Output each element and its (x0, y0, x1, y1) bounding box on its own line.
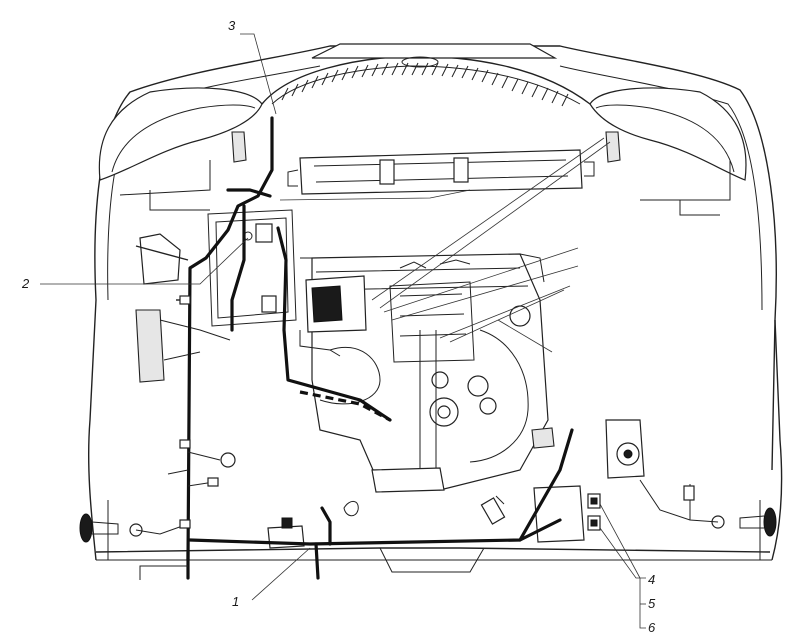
callout-2: 2 (21, 276, 30, 291)
callout-1: 1 (232, 594, 239, 609)
leader-lines (279, 137, 611, 353)
left-fender-panel (135, 233, 231, 383)
grille (261, 43, 591, 107)
headlight-left (98, 87, 263, 211)
callout-6: 6 (648, 620, 656, 635)
callout-3: 3 (228, 18, 236, 33)
horn-unit (605, 419, 645, 479)
engine (300, 253, 555, 493)
headlight-right (589, 87, 747, 216)
branch-wires (135, 295, 719, 535)
radiator (287, 149, 595, 195)
side-lamp-left (79, 513, 143, 543)
callout-labels: 3 2 1 4 5 6 (21, 18, 656, 635)
callout-4: 4 (648, 572, 655, 587)
front-bumper (95, 547, 772, 573)
wiring-harness (135, 116, 574, 580)
side-lamp-right (711, 507, 777, 537)
relay-box (533, 485, 601, 543)
callout-5: 5 (648, 596, 656, 611)
battery-bracket (207, 209, 297, 327)
callout-lines (40, 33, 646, 629)
